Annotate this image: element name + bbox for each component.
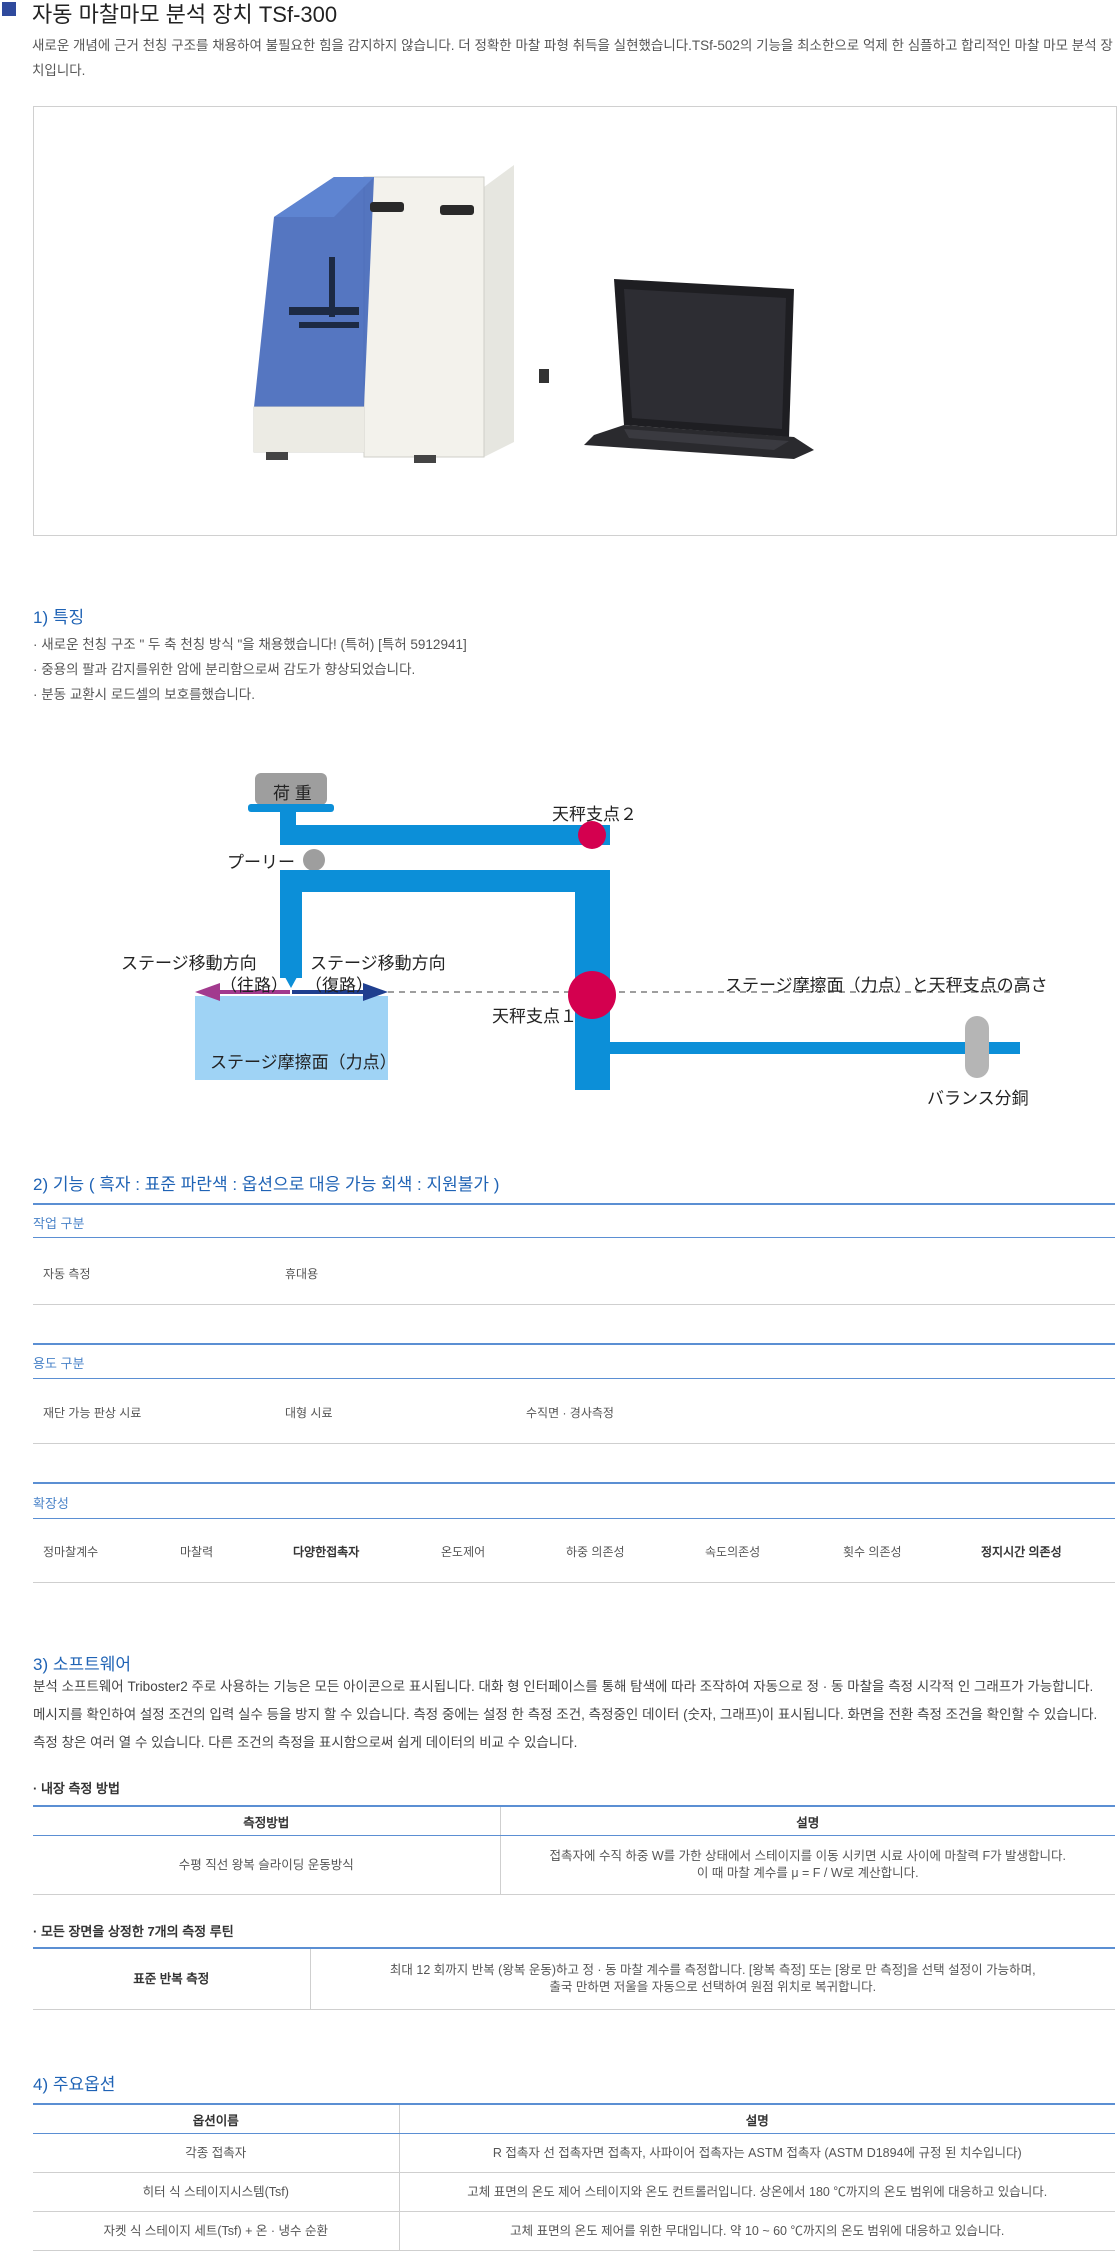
option-description: 고체 표면의 온도 제어를 위한 무대입니다. 약 10 ~ 60 ℃까지의 온… (398, 2211, 1115, 2251)
table-row: 표준 반복 측정 최대 12 회까지 반복 (왕복 운동)하고 정 · 동 마찰… (33, 1947, 1115, 2010)
fulcrum1-label: 天秤支点１ (492, 1007, 577, 1026)
category-item: 속도의존성 (705, 1545, 761, 1559)
upper-beam (280, 825, 610, 845)
category-item: 정마찰계수 (43, 1545, 99, 1559)
routine-desc-line: 출국 만하면 저울을 자동으로 선택하여 원점 위치로 복귀합니다. (549, 1980, 877, 1994)
back-direction-sub: （復路） (305, 976, 373, 995)
balance-weight-label: バランス分銅 (927, 1089, 1029, 1108)
category-item: 온도제어 (441, 1545, 486, 1559)
category-divider (33, 1343, 1115, 1345)
builtin-methods-title: · 내장 측정 방법 (33, 1781, 120, 1796)
method-description: 접촉자에 수직 하중 W를 가한 상태에서 스테이지를 이동 시키면 시료 사이… (499, 1835, 1115, 1895)
title-marker-icon (2, 2, 16, 16)
out-direction-label: ステージ移動方向 (121, 954, 257, 973)
routine-name: 표준 반복 측정 (33, 1947, 310, 2010)
category-item: 횟수 의존성 (843, 1545, 902, 1559)
product-illustration (253, 165, 814, 463)
category-name: 작업 구분 (33, 1216, 85, 1231)
method-name: 수평 직선 왕복 슬라이딩 운동방식 (33, 1835, 500, 1895)
lower-frame-left (280, 870, 302, 978)
table-header: 설명 (499, 1805, 1115, 1836)
category-item: 대형 시료 (285, 1406, 333, 1420)
stage-surface (195, 996, 388, 1080)
category-divider (33, 1582, 1115, 1583)
option-name: 히터 식 스테이지시스템(Tsf) (33, 2172, 399, 2212)
category-item: 자동 측정 (43, 1267, 91, 1281)
table-row: 각종 접촉자 R 접촉자 선 접촉자면 접촉자, 사파이어 접촉자는 ASTM … (33, 2133, 1115, 2173)
fulcrum-1 (568, 971, 616, 1019)
software-line: 측정 창은 여러 열 수 있습니다. 다른 조건의 측정을 표시함으로써 쉽게 … (33, 1735, 578, 1750)
software-description: 분석 소프트웨어 Triboster2 주로 사용하는 기능은 모든 아이콘으로… (33, 1673, 1115, 1757)
method-desc-line: 접촉자에 수직 하중 W를 가한 상태에서 스테이지를 이동 시키면 시료 사이… (549, 1849, 1067, 1863)
option-description: R 접촉자 선 접촉자면 접촉자, 사파이어 접촉자는 ASTM 접촉자 (AS… (398, 2133, 1115, 2173)
option-description: 고체 표면의 온도 제어 스테이지와 온도 컨트롤러입니다. 상온에서 180 … (398, 2172, 1115, 2212)
feature-item: · 새로운 천칭 구조 " 두 축 천칭 방식 "을 채용했습니다! (특허) … (33, 637, 467, 652)
feature-item: · 중용의 팔과 감지를위한 암에 분리함으로써 감도가 향상되었습니다. (33, 662, 416, 677)
balance-diagram-graphic (195, 773, 1020, 1090)
load-weight (255, 773, 327, 805)
height-note-label: ステージ摩擦面（力点）と天秤支点の高さ (725, 976, 1048, 995)
table-header: 설명 (398, 2103, 1115, 2134)
table-header: 측정방법 (33, 1805, 500, 1836)
category-item: 다양한접촉자 (293, 1545, 360, 1559)
category-divider (33, 1443, 1115, 1444)
page-header: 자동 마찰마모 분석 장치 TSf-300 (0, 0, 1119, 30)
category-item: 휴대용 (285, 1267, 319, 1281)
category-item: 정지시간 의존성 (981, 1545, 1062, 1559)
category-item: 마찰력 (180, 1545, 214, 1559)
software-line: 메시지를 확인하여 설정 조건의 입력 실수 등을 방지 할 수 있습니다. 측… (33, 1707, 1098, 1722)
back-direction-label: ステージ移動方向 (310, 954, 446, 973)
out-direction-sub: （往路） (220, 976, 288, 995)
method-desc-line: 이 때 마찰 계수를 μ = F / W로 계산합니다. (696, 1866, 919, 1880)
routine-table: 표준 반복 측정 최대 12 회까지 반복 (왕복 운동)하고 정 · 동 마찰… (33, 1947, 1115, 2010)
lower-frame-top (280, 870, 610, 892)
category-name: 용도 구분 (33, 1356, 85, 1371)
routine-description: 최대 12 회까지 반복 (왕복 운동)하고 정 · 동 마찰 계수를 측정합니… (309, 1947, 1115, 2010)
features-title: 1) 특징 (33, 608, 85, 627)
category-name: 확장성 (33, 1496, 69, 1511)
table-row: 히터 식 스테이지시스템(Tsf) 고체 표면의 온도 제어 스테이지와 온도 … (33, 2172, 1115, 2212)
category-divider (33, 1304, 1115, 1305)
feature-item: · 분동 교환시 로드셀의 보호를했습니다. (33, 687, 255, 702)
category-item: 수직면 · 경사측정 (526, 1406, 614, 1420)
product-photo (33, 106, 1117, 536)
options-title: 4) 주요옵션 (33, 2075, 116, 2094)
balance-arm (610, 1042, 1020, 1054)
category-item: 재단 가능 판상 시료 (43, 1406, 142, 1420)
table-header: 옵션이름 (33, 2103, 399, 2134)
option-name: 자켓 식 스테이지 세트(Tsf) + 온 · 냉수 순환 (33, 2211, 399, 2251)
builtin-methods-table: 측정방법 설명 수평 직선 왕복 슬라이딩 운동방식 접촉자에 수직 하중 W를… (33, 1805, 1115, 1895)
software-title: 3) 소프트웨어 (33, 1655, 132, 1674)
category-divider (33, 1378, 1115, 1379)
table-row: 수평 직선 왕복 슬라이딩 운동방식 접촉자에 수직 하중 W를 가한 상태에서… (33, 1835, 1115, 1895)
category-divider (33, 1482, 1115, 1484)
balance-weight (965, 1016, 989, 1078)
stage-label: ステージ摩擦面（力点） (210, 1053, 397, 1072)
functions-title: 2) 기능 ( 흑자 : 표준 파란색 : 옵션으로 대응 가능 회색 : 지원… (33, 1175, 500, 1194)
routine-title: · 모든 장면을 상정한 7개의 측정 루틴 (33, 1924, 234, 1939)
balance-diagram: 荷 重 プーリー 天秤支点２ ステージ移動方向 （往路） ステージ移動方向 （復… (121, 768, 1048, 1118)
intro-text: 새로운 개념에 근거 천칭 구조를 채용하여 불필요한 힘을 감지하지 않습니다… (32, 38, 1113, 78)
routine-desc-line: 최대 12 회까지 반복 (왕복 운동)하고 정 · 동 마찰 계수를 측정합니… (389, 1963, 1036, 1977)
page-title: 자동 마찰마모 분석 장치 TSf-300 (32, 2, 338, 27)
pulley-label: プーリー (227, 853, 295, 872)
load-label: 荷 重 (273, 784, 312, 803)
fulcrum2-label: 天秤支点２ (552, 805, 637, 824)
pulley (303, 849, 325, 871)
table-row: 자켓 식 스테이지 세트(Tsf) + 온 · 냉수 순환 고체 표면의 온도 … (33, 2211, 1115, 2251)
category-item: 하중 의존성 (566, 1545, 625, 1559)
option-name: 각종 접촉자 (33, 2133, 399, 2173)
category-divider (33, 1518, 1115, 1519)
fulcrum-2 (578, 821, 606, 849)
category-divider (33, 1203, 1115, 1205)
options-table: 옵션이름 설명 각종 접촉자 R 접촉자 선 접촉자면 접촉자, 사파이어 접촉… (33, 2103, 1115, 2251)
software-line: 분석 소프트웨어 Triboster2 주로 사용하는 기능은 모든 아이콘으로… (33, 1679, 1094, 1694)
category-divider (33, 1237, 1115, 1238)
